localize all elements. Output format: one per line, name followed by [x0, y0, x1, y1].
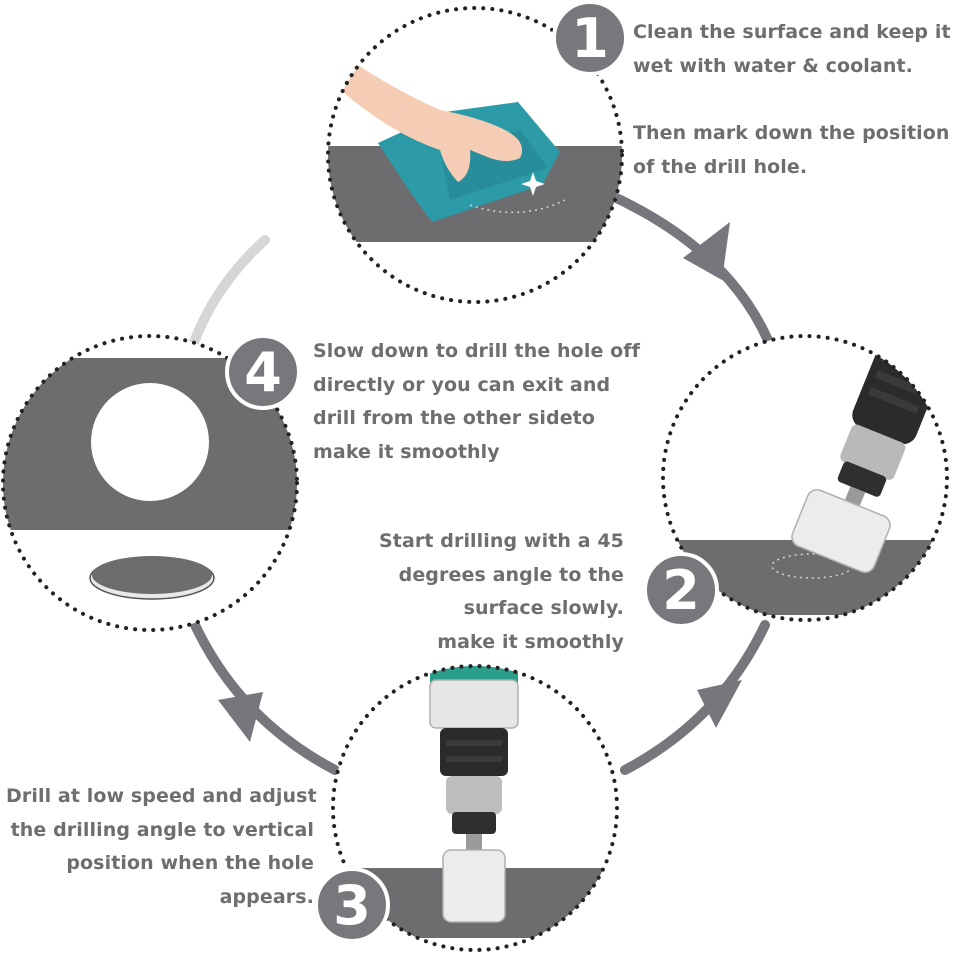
step-2-caption: Start drilling with a 45 degrees angle t… — [330, 525, 624, 659]
step-4-number: 4 — [244, 341, 282, 404]
step-3-badge: 3 — [314, 867, 390, 943]
step-1-line-2: wet with water & coolant. — [633, 54, 913, 77]
arrow-to-step-2 — [683, 222, 730, 280]
step-3-line-3: position when the hole — [66, 852, 314, 874]
step-3-illustration: 3 — [314, 664, 619, 952]
step-4-line-2: directly or you can exit and — [313, 373, 611, 396]
hole-saw-bit — [791, 489, 891, 574]
mark-circle — [469, 199, 566, 214]
arrow-to-step-4 — [218, 692, 263, 742]
step-4-illustration: 4 — [1, 334, 301, 632]
step-1-line-4: of the drill hole. — [633, 155, 808, 178]
step-4-line-3: drill from the other sideto — [313, 407, 596, 429]
step-3-caption: Drill at low speed and adjust the drilli… — [6, 780, 317, 914]
step-4-caption: Slow down to drill the hole off directly… — [313, 335, 640, 469]
step-4-badge: 4 — [225, 334, 301, 410]
step-2-line-2: degrees angle to the — [398, 563, 624, 586]
hole-saw-bit — [442, 849, 506, 923]
ring-arc-4-1 — [188, 235, 270, 350]
drilled-hole — [91, 383, 209, 501]
step-2-number: 2 — [662, 559, 700, 622]
step-1-illustration: 1 — [326, 0, 628, 304]
ring-arc-3-4 — [190, 620, 340, 775]
step-3-line-4: appears. — [219, 885, 314, 908]
step-1-line-3: Then mark down the position — [633, 122, 950, 144]
cycle-arrows — [218, 222, 742, 742]
ring-arc-2-3 — [620, 620, 770, 775]
vertical-drill — [429, 666, 519, 923]
step-2-line-3: surface slowly. — [463, 597, 624, 619]
step-2-badge: 2 — [643, 552, 719, 628]
step-1-caption: Clean the surface and keep it wet with w… — [633, 16, 951, 184]
ring-arc-1-2 — [605, 190, 775, 350]
step-2-line-4: make it smoothly — [437, 630, 624, 653]
step-4-line-4: make it smoothly — [313, 440, 500, 463]
step-3-line-2: the drilling angle to vertical — [10, 818, 314, 841]
step-3-number: 3 — [333, 874, 371, 937]
step-2-illustration: 2 — [643, 334, 949, 628]
step-1-number: 1 — [571, 7, 609, 70]
step-2-line-1: Start drilling with a 45 — [379, 530, 624, 552]
step-4-line-1: Slow down to drill the hole off — [313, 340, 641, 362]
step-3-line-1: Drill at low speed and adjust — [6, 785, 317, 807]
step-1-badge: 1 — [552, 0, 628, 76]
arrow-to-step-3 — [697, 680, 742, 728]
sparkle-icon — [521, 172, 545, 196]
hand — [330, 60, 523, 182]
step-1-line-1: Clean the surface and keep it — [633, 21, 951, 43]
